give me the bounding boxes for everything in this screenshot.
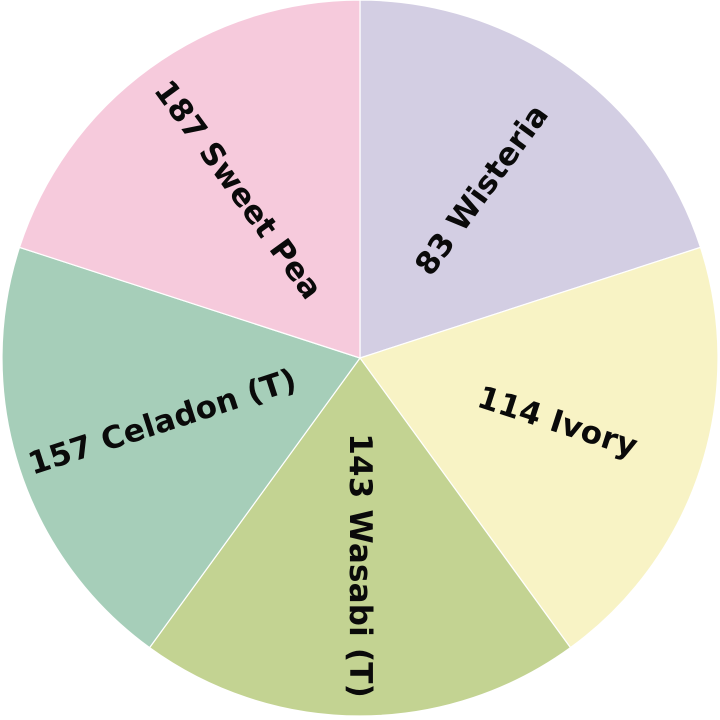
- pie-slice-wasabi-t[interactable]: [148, 357, 572, 717]
- pie-slice-wisteria[interactable]: [359, 0, 702, 359]
- pie-slice-label-wasabi-t: 143 Wasabi (T): [342, 433, 378, 698]
- pie-slice-ivory[interactable]: [359, 246, 719, 649]
- pie-slice-sweet-pea[interactable]: [18, 0, 361, 359]
- pie-slice-celadon-t[interactable]: [1, 246, 361, 649]
